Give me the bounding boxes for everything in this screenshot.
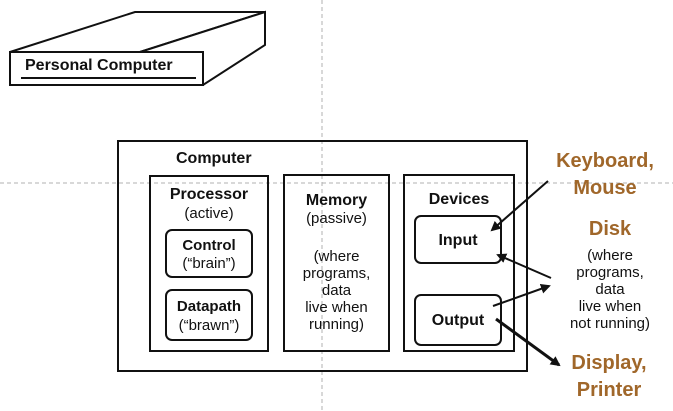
memory-note: (where programs, data live when running) [284,248,389,333]
memory-note-line: programs, [302,265,371,282]
output-box [414,294,502,346]
control-box [165,229,253,278]
arrow-disk-to-input [496,253,552,279]
disk-note-line: data [595,281,625,298]
datapath-box [165,289,253,341]
disk-note-line: programs, [576,264,644,281]
arrow-output-to-disk [492,283,551,307]
printer-label: Printer [576,379,642,401]
memory-note-line: running) [308,316,365,333]
datapath-subtitle: (“brawn”) [178,317,240,334]
input-box [414,215,502,264]
memory-note-line: data [321,282,352,299]
keyboard-mouse-label: Keyboard, Mouse [540,148,670,202]
memory-note-line: (where [313,248,360,265]
computer-title: Computer [176,150,252,167]
display-label: Display, [571,352,647,374]
devices-title: Devices [428,191,490,208]
computer-box [117,140,528,372]
disk-note: (where programs, data live when not runn… [552,247,668,332]
arrow-keyboard-to-input [490,180,549,232]
personal-computer-box [9,10,266,87]
processor-subtitle: (active) [184,205,234,222]
memory-title: Memory [305,192,368,209]
disk-note-line: (where [587,247,633,264]
memory-box [283,174,390,352]
control-title: Control [182,237,236,254]
processor-title: Processor [169,186,249,203]
output-label: Output [431,312,485,329]
arrow-output-to-display [495,317,561,367]
datapath-title: Datapath [176,298,242,315]
disk-note-line: not running) [569,315,651,332]
personal-computer-label: Personal Computer [25,57,173,74]
control-subtitle: (“brain”) [182,255,236,272]
keyboard-label: Keyboard, [556,150,654,172]
processor-box [149,175,269,352]
memory-subtitle: (passive) [306,210,367,227]
memory-note-line: live when [305,299,368,316]
display-printer-label: Display, Printer [548,350,670,404]
input-label: Input [438,232,478,249]
disk-note-line: live when [578,298,642,315]
mouse-label: Mouse [573,177,637,199]
disk-title: Disk [588,218,632,240]
